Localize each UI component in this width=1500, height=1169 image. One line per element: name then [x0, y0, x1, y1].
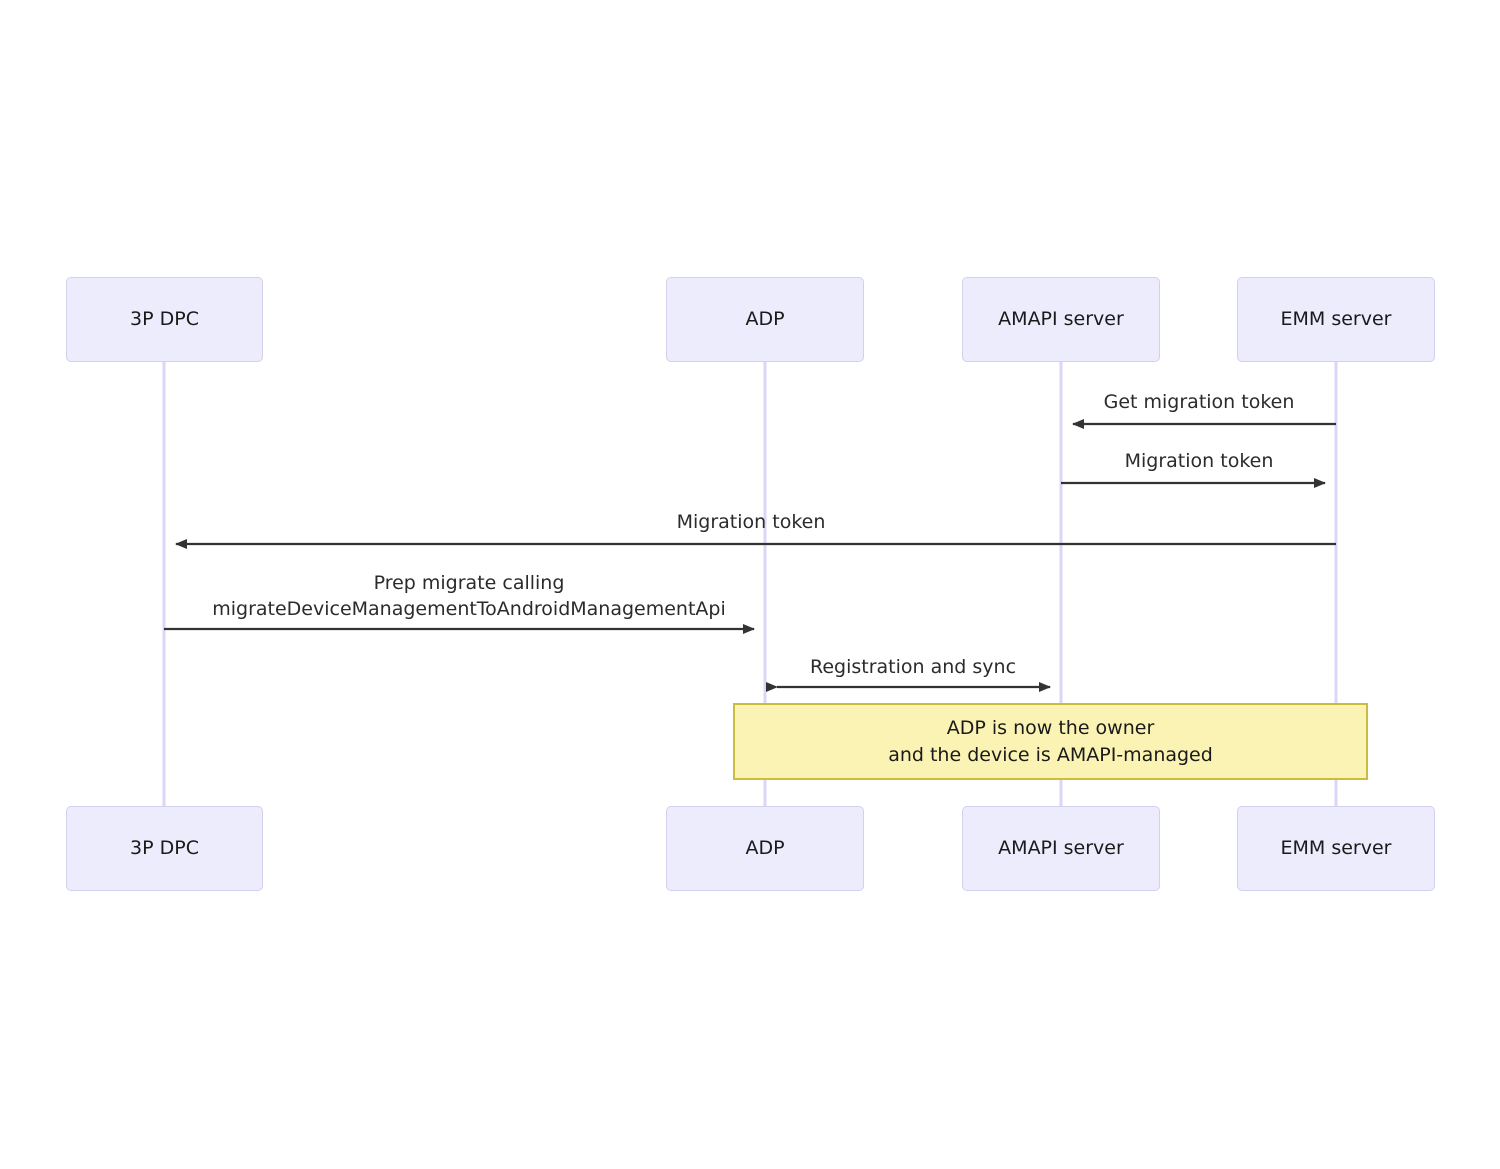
message-label-migration-token-to-emm: Migration token [1125, 449, 1274, 475]
participant-box-dpc-top[interactable]: 3P DPC [66, 277, 263, 362]
participant-label-amapi-top: AMAPI server [998, 308, 1124, 331]
message-label-line-1: Prep migrate calling [373, 572, 565, 594]
message-label-migration-token-to-dpc: Migration token [677, 510, 826, 536]
note-line-2: and the device is AMAPI-managed [888, 743, 1213, 766]
participant-box-amapi-bottom[interactable]: AMAPI server [962, 806, 1160, 891]
participant-label-dpc-bottom: 3P DPC [130, 837, 199, 860]
participant-box-emm-top[interactable]: EMM server [1237, 277, 1435, 362]
participant-label-amapi-bottom: AMAPI server [998, 837, 1124, 860]
message-label-line: Migration token [676, 511, 826, 533]
note-adp-owner: ADP is now the owner and the device is A… [733, 703, 1368, 780]
participant-label-adp-bottom: ADP [745, 837, 785, 860]
note-line-1: ADP is now the owner [946, 716, 1155, 739]
message-label-line: Registration and sync [809, 656, 1017, 678]
participant-box-amapi-top[interactable]: AMAPI server [962, 277, 1160, 362]
message-label-get-migration-token: Get migration token [1104, 390, 1295, 416]
participant-label-adp-top: ADP [745, 308, 785, 331]
participant-label-emm-bottom: EMM server [1280, 837, 1392, 860]
participant-box-emm-bottom[interactable]: EMM server [1237, 806, 1435, 891]
message-label-line: Migration token [1124, 450, 1274, 472]
participant-label-dpc-top: 3P DPC [130, 308, 199, 331]
message-arrows [164, 419, 1336, 692]
participant-box-dpc-bottom[interactable]: 3P DPC [66, 806, 263, 891]
message-label-line-2: migrateDeviceManagementToAndroidManageme… [212, 597, 726, 620]
participant-box-adp-top[interactable]: ADP [666, 277, 864, 362]
message-label-line: Get migration token [1103, 391, 1295, 413]
participant-box-adp-bottom[interactable]: ADP [666, 806, 864, 891]
participant-label-emm-top: EMM server [1280, 308, 1392, 331]
message-label-registration-and-sync: Registration and sync [810, 655, 1016, 681]
message-label-prep-migrate: Prep migrate calling migrateDeviceManage… [212, 571, 726, 622]
